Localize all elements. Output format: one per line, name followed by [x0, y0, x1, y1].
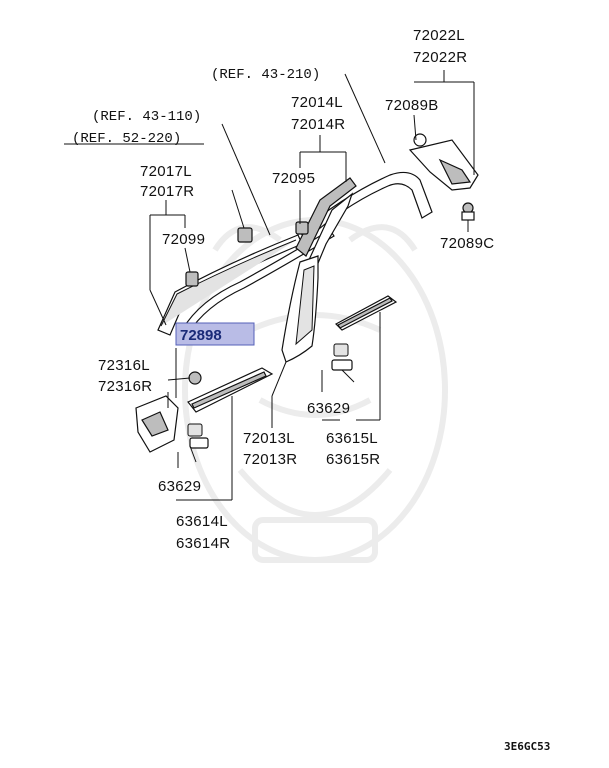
clip-72099	[237, 227, 253, 243]
rear-quarter-trim	[408, 133, 479, 191]
center-pillar-lower-trim	[281, 255, 319, 363]
highlight-72898[interactable]: 72898	[175, 322, 255, 346]
label-72099: 72099	[162, 231, 205, 248]
label-63615r: 63615R	[326, 451, 380, 468]
ref-43-210: (REF. 43-210)	[211, 67, 320, 83]
rear-scuff-plate	[335, 295, 398, 331]
label-72316l: 72316L	[98, 357, 150, 374]
label-72014r: 72014R	[291, 116, 345, 133]
label-72022l: 72022L	[413, 27, 465, 44]
grommet-72316	[188, 371, 202, 385]
label-72089b: 72089B	[385, 97, 439, 114]
label-72898[interactable]: 72898	[180, 327, 222, 344]
label-72013r: 72013R	[243, 451, 297, 468]
label-63629-right: 63629	[307, 400, 350, 417]
diagram-code: 3E6GC53	[504, 740, 550, 753]
front-scuff-plate	[187, 367, 274, 413]
label-72017r: 72017R	[140, 183, 194, 200]
label-72013l: 72013L	[243, 430, 295, 447]
label-63615l: 63615L	[326, 430, 378, 447]
center-pillar-upper-trim	[295, 177, 357, 269]
label-72316r: 72316R	[98, 378, 152, 395]
label-72014l: 72014L	[291, 94, 343, 111]
clip-72089c	[461, 202, 475, 221]
label-72095: 72095	[272, 170, 315, 187]
label-63614l: 63614L	[176, 513, 228, 530]
label-63629-left: 63629	[158, 478, 201, 495]
front-pillar-outer-line	[181, 229, 335, 335]
label-72017l: 72017L	[140, 163, 192, 180]
ref-52-220: (REF. 52-220)	[72, 131, 181, 147]
label-63614r: 63614R	[176, 535, 230, 552]
kick-panel	[135, 395, 179, 453]
clip-63629-right	[331, 343, 353, 371]
highlight-box	[175, 322, 255, 346]
label-72022r: 72022R	[413, 49, 467, 66]
ref-43-110: (REF. 43-110)	[92, 109, 201, 125]
clip-72099-pillar	[185, 271, 199, 287]
label-72089c: 72089C	[440, 235, 494, 252]
clip-63629-left	[187, 423, 209, 449]
clip-72095	[295, 221, 309, 235]
